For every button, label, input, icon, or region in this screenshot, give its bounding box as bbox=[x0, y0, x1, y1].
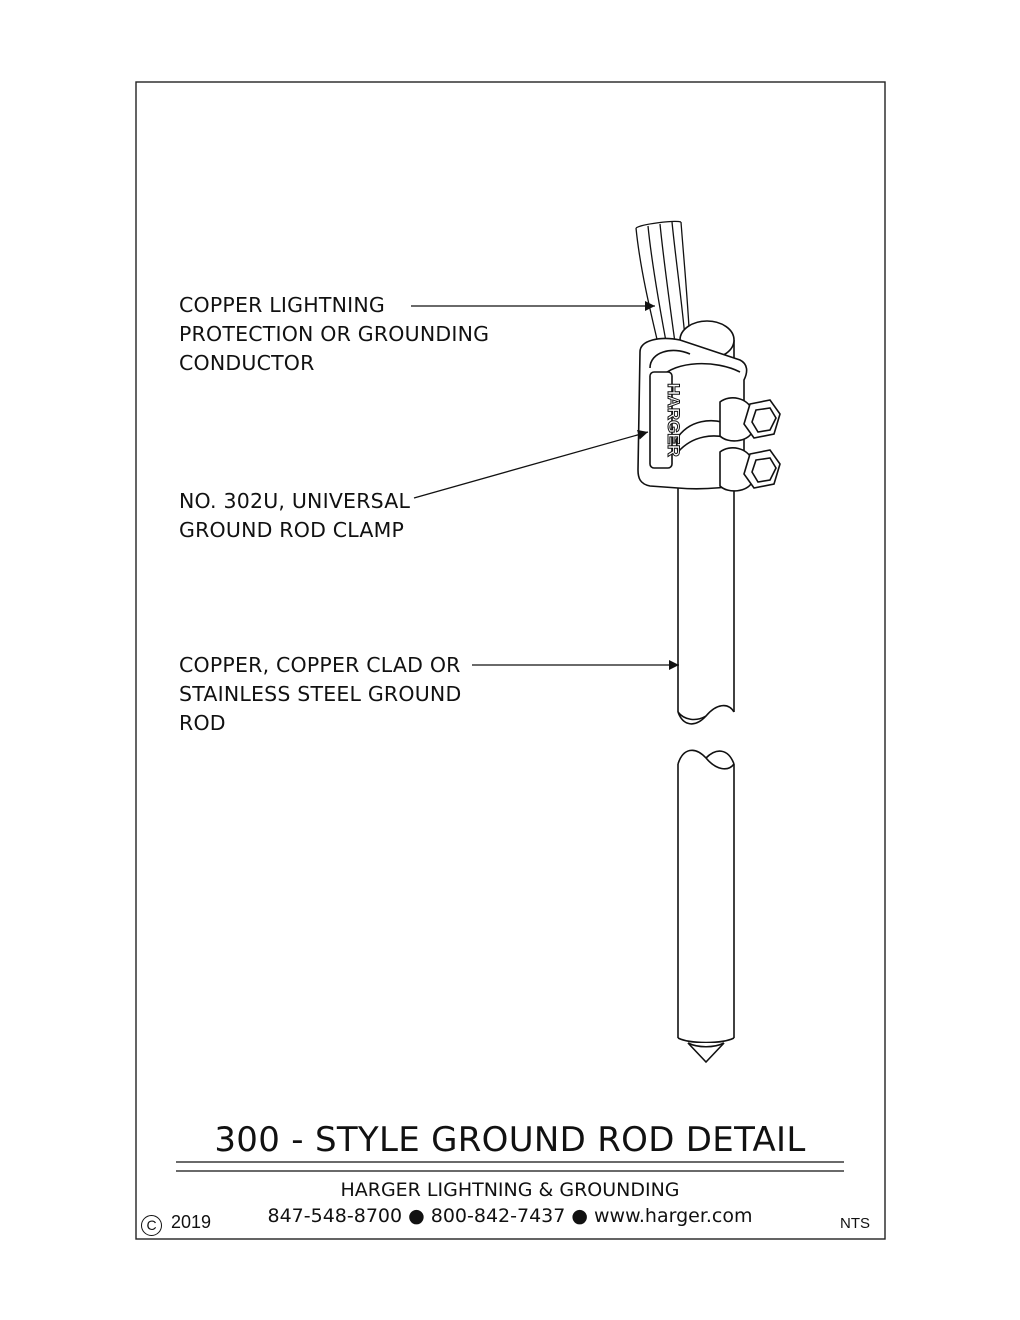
rod-callout-line-3: ROD bbox=[179, 711, 226, 735]
rod-callout-line-2: STAINLESS STEEL GROUND bbox=[179, 682, 462, 706]
conductor-callout-line-3: CONDUCTOR bbox=[179, 351, 315, 375]
rod-callout: COPPER, COPPER CLAD OR STAINLESS STEEL G… bbox=[179, 651, 461, 738]
sheet-border bbox=[135, 81, 886, 1240]
conductor-callout-line-2: PROTECTION OR GROUNDING bbox=[179, 322, 490, 346]
copyright-year: 2019 bbox=[171, 1212, 212, 1232]
conductor-callout-line-1: COPPER LIGHTNING bbox=[179, 293, 385, 317]
clamp-brand-text: HARGER bbox=[664, 383, 683, 457]
contact-info: 847-548-8700 ● 800-842-7437 ● www.harger… bbox=[267, 1205, 753, 1227]
company-name: HARGER LIGHTNING & GROUNDING bbox=[340, 1179, 680, 1201]
clamp-callout: NO. 302U, UNIVERSAL GROUND ROD CLAMP bbox=[179, 487, 410, 545]
ground-rod-lower bbox=[677, 749, 735, 1064]
ground-rod-upper bbox=[677, 480, 735, 725]
clamp-callout-line-2: GROUND ROD CLAMP bbox=[179, 518, 405, 542]
scale-note: NTS bbox=[840, 1215, 870, 1232]
conductor-callout: COPPER LIGHTNING PROTECTION OR GROUNDING… bbox=[179, 291, 489, 378]
clamp-leader-arrow bbox=[413, 429, 649, 499]
rod-callout-line-1: COPPER, COPPER CLAD OR bbox=[179, 653, 461, 677]
drawing-title: 300 - STYLE GROUND ROD DETAIL bbox=[214, 1120, 806, 1160]
clamp-callout-line-1: NO. 302U, UNIVERSAL bbox=[179, 489, 411, 513]
copyright-notice: C 2019 bbox=[141, 1212, 211, 1236]
copyright-symbol: C bbox=[141, 1215, 162, 1236]
ground-rod-clamp bbox=[637, 320, 781, 492]
